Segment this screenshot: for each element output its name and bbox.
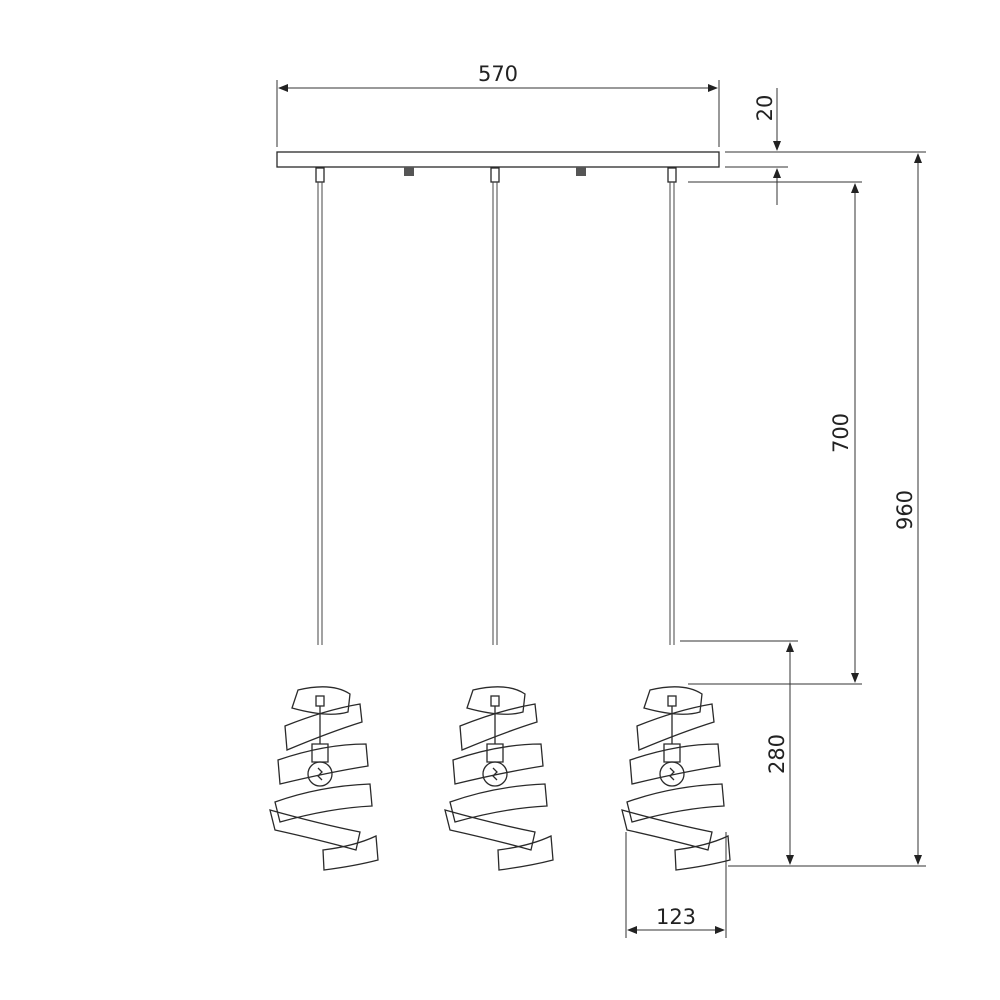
spiral-shade-left [269,686,379,871]
shade-height-label: 280 [765,734,789,774]
cord-center [490,167,500,645]
spiral-shade-right [621,686,731,871]
dimension-total-height: 960 [727,151,926,867]
spiral-shade-center [444,686,554,871]
cord-length-label: 700 [829,413,853,453]
dimension-shade-diameter: 123 [625,832,727,938]
dimension-canopy-height: 20 [725,88,788,205]
mounting-screw-left [404,167,414,176]
canopy-height-label: 20 [753,95,777,122]
total-height-label: 960 [893,490,917,530]
cord-right [667,167,677,645]
mounting-screw-right [576,167,586,176]
canopy [276,151,720,176]
spiral-shades [269,686,731,871]
pendant-cords [315,167,677,645]
canopy-width-label: 570 [478,62,518,86]
dimension-canopy-width: 570 [276,62,720,147]
canopy-plate [276,151,720,168]
dimension-shade-height: 280 [680,640,798,865]
shade-diameter-label: 123 [656,905,696,929]
cord-left [315,167,325,645]
dimension-cord-length: 700 [688,181,862,685]
